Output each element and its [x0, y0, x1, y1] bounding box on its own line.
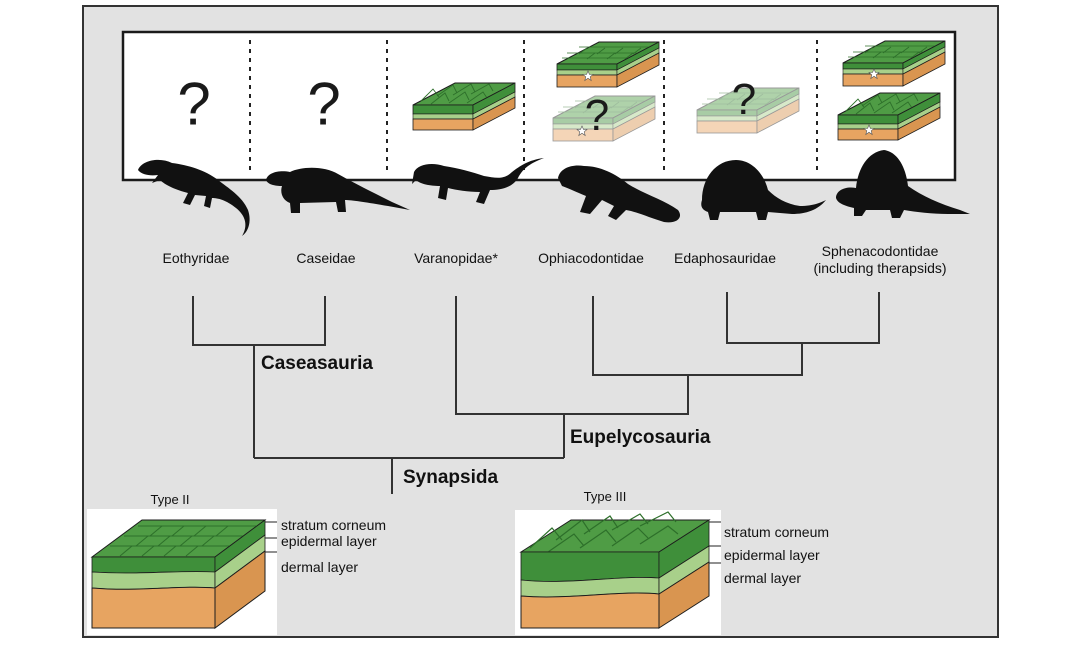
taxon-label-caseidae: Caseidae	[296, 250, 356, 266]
ophiacodontidae-silhouette	[558, 165, 681, 223]
type3-layer-dermal: dermal layer	[724, 570, 802, 586]
type2-layer-dermal: dermal layer	[281, 559, 359, 575]
varanopidae-silhouette	[412, 158, 544, 204]
edaphosauridae-silhouette	[701, 160, 826, 220]
type2-layer-stratum-corneum: stratum corneum	[281, 517, 387, 533]
clade-label-synapsida: Synapsida	[403, 467, 499, 488]
type3-layer-stratum-corneum: stratum corneum	[724, 524, 830, 540]
edaphosauridae-question-mark: ?	[731, 75, 757, 124]
taxon-label-eothyridae: Eothyridae	[162, 250, 230, 266]
caseidae-question-mark: ?	[307, 70, 341, 138]
type2-layer-epidermal: epidermal layer	[281, 533, 377, 549]
ophiacodontidae-question-mark: ?	[584, 91, 610, 140]
skin-type-box	[121, 30, 957, 182]
taxon-label-sphenacodontidae-line2: (including therapsids)	[813, 260, 947, 276]
cladogram-tree	[192, 292, 880, 494]
clade-label-eupelycosauria: Eupelycosauria	[570, 427, 711, 448]
caseidae-silhouette	[266, 167, 410, 213]
eothyridae-silhouette	[138, 159, 250, 236]
taxon-label-edaphosauridae: Edaphosauridae	[674, 250, 776, 266]
type3-legend-block	[519, 511, 721, 629]
taxon-label-sphenacodontidae-line1: Sphenacodontidae	[821, 243, 939, 259]
clade-label-caseasauria: Caseasauria	[261, 353, 373, 374]
taxon-label-ophiacodontidae: Ophiacodontidae	[538, 250, 644, 266]
taxon-label-varanopidae: Varanopidae*	[414, 250, 498, 266]
legend-title-type2: Type II	[150, 492, 190, 507]
animal-silhouettes	[138, 150, 970, 236]
legend-title-type3: Type III	[583, 489, 627, 504]
type2-legend-block	[90, 519, 277, 629]
sphenacodontidae-silhouette	[836, 150, 970, 218]
taxon-label-sphenacodontidae: Sphenacodontidae (including therapsids)	[813, 243, 946, 277]
eothyridae-question-mark: ?	[177, 70, 211, 138]
type3-layer-epidermal: epidermal layer	[724, 547, 820, 563]
